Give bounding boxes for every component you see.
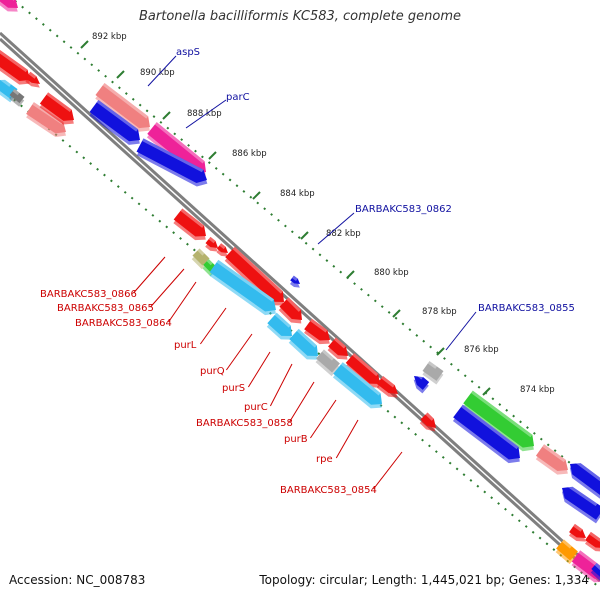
label-leader	[445, 311, 477, 351]
gene-right-blue-2	[569, 458, 600, 500]
gene-purQ-cyan	[266, 312, 292, 340]
gene-purB-red	[376, 376, 398, 398]
gene-label: purC	[244, 402, 268, 413]
tick-mark	[436, 347, 445, 356]
scale-ticks: 892 kbp 890 kbp 888 kbp 886 kbp 884 kbp 882 k…	[80, 32, 555, 396]
gene-br-red-2	[585, 531, 600, 552]
label-leader	[185, 99, 227, 129]
gene-purS-red	[304, 318, 330, 345]
tick-mark	[346, 270, 355, 279]
tick-label: 882 kbp	[326, 229, 361, 239]
outer-tick-track	[12, 0, 600, 489]
gene-br-red-1	[568, 523, 587, 542]
label-leader	[133, 256, 166, 294]
gene-topleft-red-3	[39, 92, 75, 125]
tick-mark	[300, 231, 309, 240]
gene-label: BARBAKC583_0864	[75, 318, 172, 329]
tick-label: 888 kbp	[187, 109, 222, 119]
label-leader	[247, 351, 271, 388]
label-leader	[225, 333, 253, 371]
gene-br-orange	[555, 539, 578, 565]
label-leader	[168, 281, 197, 323]
gene-0865	[205, 236, 218, 252]
gene-parC-blue	[136, 138, 208, 187]
gene-grey-mid	[315, 349, 340, 377]
gene-0864	[216, 243, 229, 257]
gene-purC-red	[327, 337, 349, 360]
tick-label: 878 kbp	[422, 307, 457, 317]
label-leader	[147, 55, 177, 87]
tick-mark	[116, 70, 125, 79]
gene-purQ-red	[278, 297, 302, 324]
label-leader	[289, 381, 315, 423]
gene-0855-blue	[413, 372, 430, 394]
gene-label: purQ	[200, 366, 225, 377]
genome-summary: Topology: circular; Length: 1,445,021 bp…	[259, 573, 589, 587]
gene-label: aspS	[176, 47, 200, 58]
tick-label: 874 kbp	[520, 385, 555, 395]
gene-purB-cyan	[332, 362, 383, 409]
gene-aspS-pink	[95, 83, 151, 132]
gene-purS-cyan	[288, 328, 318, 360]
gene-features	[0, 0, 600, 583]
gene-labels: aspSparCBARBAKC583_0862BARBAKC583_0855BA…	[40, 47, 575, 496]
tick-mark	[252, 191, 261, 200]
gene-0862-marker	[290, 275, 301, 288]
gene-0866	[173, 208, 207, 241]
gene-right-blue	[452, 404, 520, 464]
tick-label: 886 kbp	[232, 149, 267, 159]
tick-label: 890 kbp	[140, 68, 175, 78]
gene-0858-red	[345, 353, 381, 388]
tick-label: 892 kbp	[92, 32, 127, 42]
gene-label: BARBAKC583_0854	[280, 485, 377, 496]
gene-right-green	[463, 390, 535, 452]
gene-label: BARBAKC583_0862	[355, 204, 452, 215]
gene-purL-red	[224, 246, 285, 306]
tick-label: 880 kbp	[374, 268, 409, 278]
gene-0855-grey	[422, 361, 444, 385]
gene-label: BARBAKC583_0866	[40, 289, 137, 300]
label-leader	[199, 307, 227, 345]
tick-label: 876 kbp	[464, 345, 499, 355]
gene-label: purL	[174, 340, 197, 351]
tick-mark	[162, 111, 171, 120]
map-title: Bartonella bacilliformis KC583, complete…	[139, 9, 461, 24]
gene-label: BARBAKC583_0865	[57, 303, 154, 314]
tick-mark	[392, 309, 401, 318]
gene-label: purS	[222, 383, 245, 394]
tick-mark	[482, 387, 491, 396]
label-leader	[317, 212, 355, 245]
tick-label: 884 kbp	[280, 189, 315, 199]
gene-label: rpe	[316, 454, 333, 465]
gene-label: BARBAKC583_0858	[196, 418, 293, 429]
gene-topleft-grey	[9, 88, 25, 107]
accession-text: Accession: NC_008783	[9, 573, 146, 587]
gene-label: parC	[226, 92, 250, 103]
gene-right-pink	[535, 444, 568, 475]
label-leader	[309, 399, 337, 439]
gene-topleft-red-1	[0, 49, 30, 85]
label-leader	[269, 363, 293, 407]
label-leader	[373, 451, 403, 490]
label-leader	[335, 419, 359, 459]
gene-purL-cyan	[209, 259, 276, 316]
tick-mark	[208, 151, 217, 160]
gene-label: purB	[284, 434, 308, 445]
gene-right-blue-3	[561, 482, 600, 524]
tick-mark	[80, 40, 89, 49]
gene-topleft-trna	[0, 0, 19, 12]
label-leader	[150, 268, 185, 308]
gene-label: BARBAKC583_0855	[478, 303, 575, 314]
gene-rpe-red	[419, 412, 437, 432]
gene-aspS-blue	[89, 99, 141, 145]
gene-topleft-red-2	[25, 71, 41, 88]
